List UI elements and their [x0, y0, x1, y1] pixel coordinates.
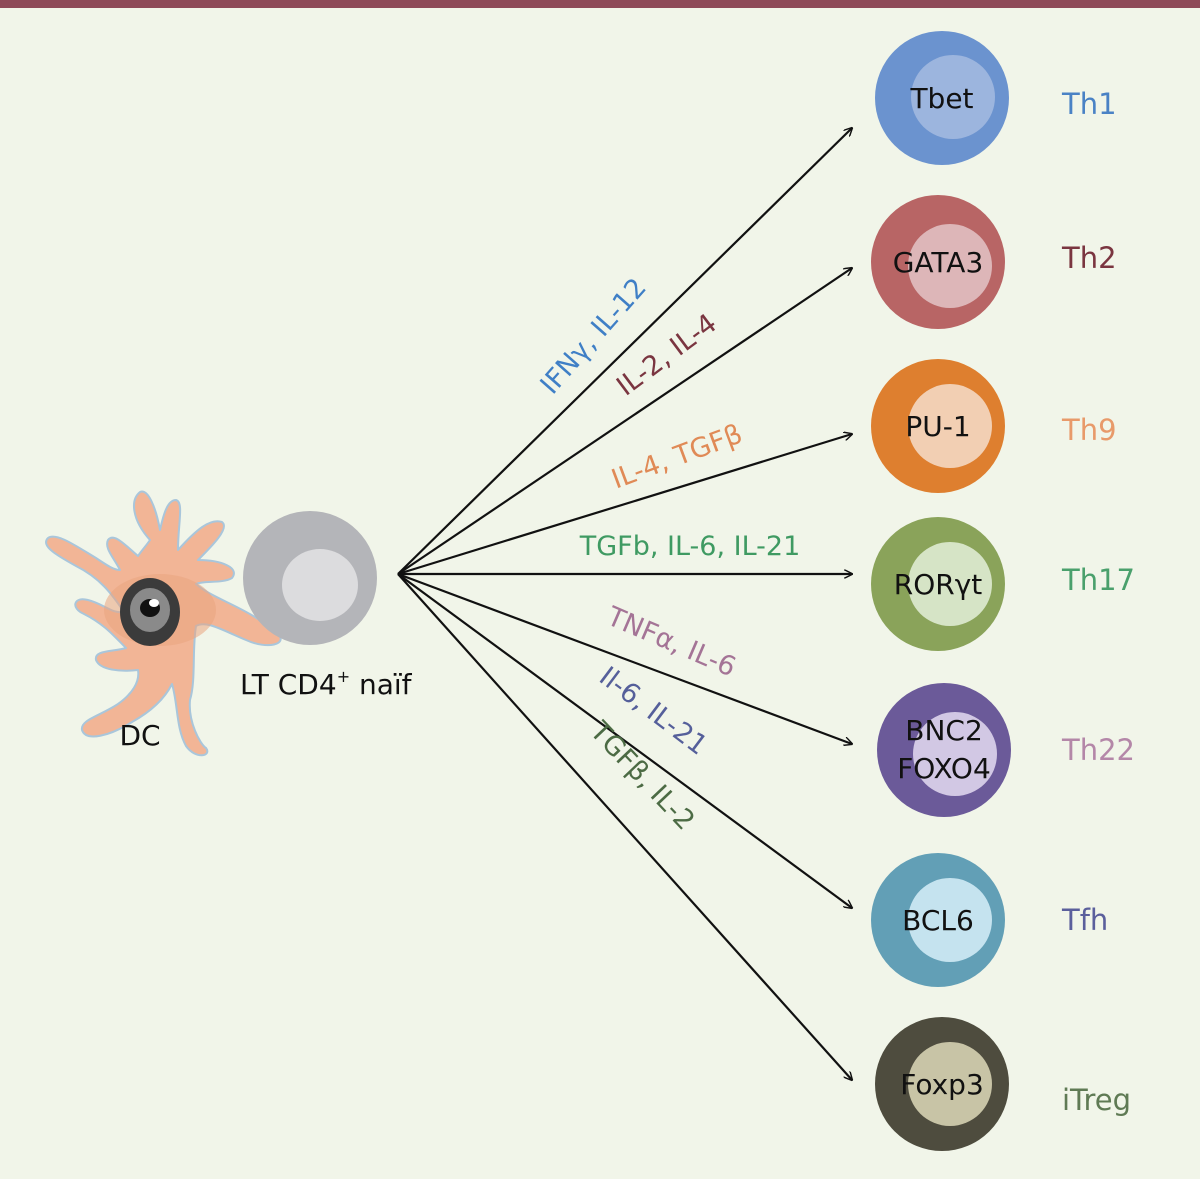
cell-tfh: BCL6 Tfh [871, 853, 1108, 987]
transcription-factor-th17: RORγt [894, 568, 983, 601]
arrow-th22 [397, 572, 852, 744]
subset-name-th1: Th1 [1061, 87, 1117, 121]
naive-cell-nucleus [282, 549, 358, 621]
top-bar [0, 0, 1200, 8]
cell-nucleus-tfh [908, 878, 992, 962]
arrow-itreg [397, 573, 852, 1080]
cell-th2: GATA3 Th2 [871, 195, 1117, 329]
cell-nucleus-th22 [913, 712, 997, 796]
arrow-th2 [397, 268, 852, 575]
subset-name-itreg: iTreg [1062, 1083, 1131, 1117]
subset-name-tfh: Tfh [1061, 903, 1108, 937]
transcription-factor-th9: PU-1 [905, 410, 970, 443]
cell-nucleus-th17 [908, 542, 992, 626]
cell-th9: PU-1 Th9 [871, 359, 1117, 493]
arrow-tfh [397, 573, 852, 908]
cell-th17: RORγt Th17 [871, 517, 1135, 651]
transcription-factor-tfh: BCL6 [902, 904, 974, 937]
cell-th1: Tbet Th1 [875, 31, 1117, 165]
cell-itreg: Foxp3 iTreg [875, 1017, 1131, 1151]
transcription-factor-itreg: Foxp3 [900, 1068, 984, 1101]
cell-nucleus-th1 [911, 55, 995, 139]
naive-cell-label: LT CD4+ naïf [240, 667, 413, 701]
transcription-factor-th2: GATA3 [893, 246, 984, 279]
naive-cd4-cell: LT CD4+ naïf [240, 511, 413, 701]
subset-name-th9: Th9 [1061, 413, 1117, 447]
subset-name-th22: Th22 [1061, 733, 1135, 767]
differentiation-arrows [397, 128, 852, 1080]
cell-nucleus-th2 [908, 224, 992, 308]
transcription-factor-th22: FOXO4 [897, 752, 991, 785]
subset-name-th2: Th2 [1061, 241, 1117, 275]
arrow-th1 [397, 128, 852, 575]
arrow-th9 [397, 434, 852, 576]
cytokine-label-th17: TGFb, IL-6, IL-21 [579, 531, 801, 562]
subset-name-th17: Th17 [1061, 563, 1135, 597]
transcription-factor-th1: Tbet [909, 82, 973, 115]
cell-nucleus-th9 [908, 384, 992, 468]
cell-nucleus-itreg [908, 1042, 992, 1126]
transcription-factor-th22: BNC2 [905, 714, 983, 747]
dendritic-cell: DC [45, 490, 282, 757]
dc-label: DC [119, 719, 160, 752]
